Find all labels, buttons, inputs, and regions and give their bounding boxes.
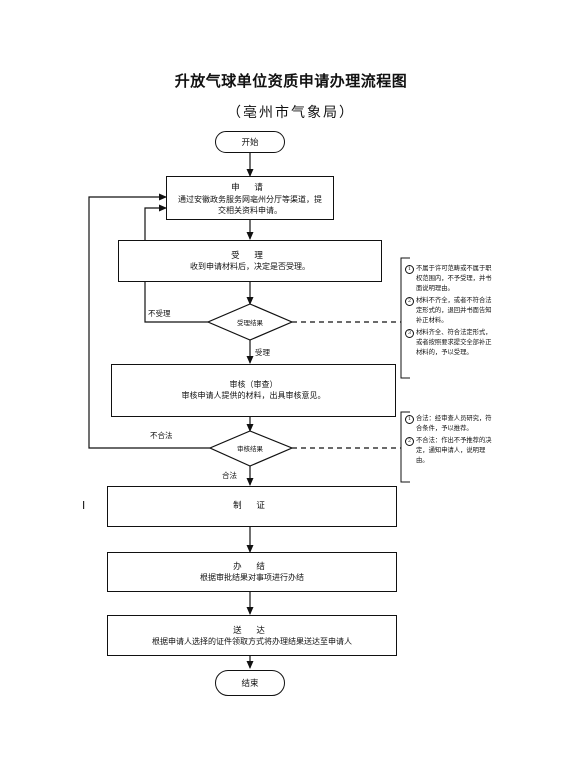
circled-number: 2 xyxy=(405,437,414,446)
accept-box: 受 理 收到申请材料后，决定是否受理。 xyxy=(118,240,382,282)
edge-label-not-compliant: 不合法 xyxy=(150,431,173,440)
accept-text: 收到申请材料后，决定是否受理。 xyxy=(190,262,310,271)
circled-number: 3 xyxy=(405,329,414,338)
deliver-box: 送 达 根据申请人选择的证件领取方式将办理结果送达至申请人 xyxy=(107,615,397,656)
apply-text: 通过安徽政务服务网亳州分厅等渠道，提交相关资料申请。 xyxy=(178,195,322,215)
acceptance-notes: 1 不属于许可范畴或不属于职权范围内，不予受理，并书面说明理由。 2 材料不齐全… xyxy=(405,264,497,358)
note-text: 材料不齐全，或者不符合法定形式的，退回并书面告知补正材料。 xyxy=(416,297,492,324)
decision1-label: 受理结果 xyxy=(237,319,263,327)
complete-heading: 办 结 xyxy=(233,562,271,572)
note-item: 3 材料齐全、符合法定形式，或者按照要求提交全部补正材料的，予以受理。 xyxy=(405,328,497,358)
deliver-text: 根据申请人选择的证件领取方式将办理结果送达至申请人 xyxy=(152,637,352,646)
notes1-bracket xyxy=(400,257,410,379)
note-item: 1 不属于许可范畴或不属于职权范围内，不予受理，并书面说明理由。 xyxy=(405,264,497,294)
circled-number: 2 xyxy=(405,297,414,306)
page-subtitle: （亳州市气象局） xyxy=(227,105,355,121)
apply-heading: 申 请 xyxy=(231,183,269,193)
circled-number: 1 xyxy=(405,415,414,424)
complete-text: 根据审批结果对事项进行办结 xyxy=(200,573,304,582)
review-box: 审核（审查） 审核申请人提供的材料，出具审核意见。 xyxy=(111,364,396,417)
note-text: 不属于许可范畴或不属于职权范围内，不予受理，并书面说明理由。 xyxy=(416,265,492,292)
note-text: 合法：经审查人员研究，符合条件，予以推荐。 xyxy=(416,415,492,432)
accept-heading: 受 理 xyxy=(231,251,269,261)
end-label: 结束 xyxy=(241,679,259,689)
issue-box: 制 证 xyxy=(107,486,397,527)
decision2-label: 审核结果 xyxy=(237,445,263,453)
edge-label-accepted: 受理 xyxy=(255,348,270,357)
apply-box: 申 请 通过安徽政务服务网亳州分厅等渠道，提交相关资料申请。 xyxy=(166,176,334,220)
decision2-diamond xyxy=(208,430,294,467)
end-node: 结束 xyxy=(215,670,285,696)
note-text: 材料齐全、符合法定形式，或者按照要求提交全部补正材料的，予以受理。 xyxy=(416,329,492,356)
edge-label-not-accepted: 不受理 xyxy=(148,309,171,318)
review-text: 审核申请人提供的材料，出具审核意见。 xyxy=(181,391,326,400)
start-label: 开始 xyxy=(241,138,259,148)
review-notes: 1 合法：经审查人员研究，符合条件，予以推荐。 2 不合法：作出不予推荐的决定，… xyxy=(405,414,497,466)
start-node: 开始 xyxy=(215,131,285,153)
note-item: 1 合法：经审查人员研究，符合条件，予以推荐。 xyxy=(405,414,497,434)
loop-not-compliant xyxy=(88,193,210,449)
edge-label-compliant: 合法 xyxy=(222,471,237,480)
issue-heading: 制 证 xyxy=(233,501,271,511)
decision1-diamond xyxy=(206,303,294,341)
review-heading: 审核（审查） xyxy=(229,380,278,389)
note-item: 2 不合法：作出不予推荐的决定，通知申请人，说明理由。 xyxy=(405,436,497,466)
note-item: 2 材料不齐全，或者不符合法定形式的，退回并书面告知补正材料。 xyxy=(405,296,497,326)
circled-number: 1 xyxy=(405,265,414,274)
complete-box: 办 结 根据审批结果对事项进行办结 xyxy=(107,552,397,592)
note-text: 不合法：作出不予推荐的决定，通知申请人，说明理由。 xyxy=(416,437,492,464)
notes2-bracket xyxy=(400,411,410,483)
page-title: 升放气球单位资质申请办理流程图 xyxy=(174,72,408,90)
deliver-heading: 送 达 xyxy=(233,626,271,636)
page-mark: I xyxy=(82,499,86,512)
